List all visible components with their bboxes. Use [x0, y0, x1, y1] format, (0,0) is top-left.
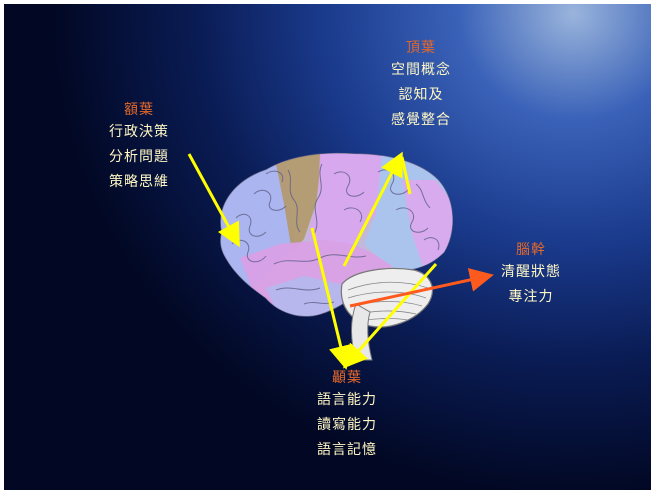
brainstem-label: 腦幹 清醒狀態 專注力	[488, 240, 574, 310]
frontal-line-1: 行政決策	[96, 120, 182, 145]
temporal-line-2: 讀寫能力	[304, 413, 390, 438]
parietal-line-3: 感覺整合	[378, 108, 464, 133]
parietal-title: 頂葉	[378, 38, 464, 58]
brainstem-line-2: 專注力	[488, 285, 574, 310]
frontal-line-3: 策略思維	[96, 170, 182, 195]
temporal-line-3: 語言記憶	[304, 438, 390, 463]
frontal-line-2: 分析問題	[96, 145, 182, 170]
parietal-line-1: 空間概念	[378, 58, 464, 83]
frontal-title: 額葉	[96, 100, 182, 120]
parietal-label: 頂葉 空間概念 認知及 感覺整合	[378, 38, 464, 133]
brainstem-title: 腦幹	[488, 240, 574, 260]
temporal-line-1: 語言能力	[304, 388, 390, 413]
parietal-line-2: 認知及	[378, 83, 464, 108]
slide-background: 額葉 行政決策 分析問題 策略思維 頂葉 空間概念 認知及 感覺整合 腦幹 清醒…	[4, 4, 651, 490]
brainstem-line-1: 清醒狀態	[488, 260, 574, 285]
frontal-label: 額葉 行政決策 分析問題 策略思維	[96, 100, 182, 195]
temporal-label: 顳葉 語言能力 讀寫能力 語言記憶	[304, 368, 390, 463]
brainstem	[352, 304, 373, 360]
temporal-title: 顳葉	[304, 368, 390, 388]
